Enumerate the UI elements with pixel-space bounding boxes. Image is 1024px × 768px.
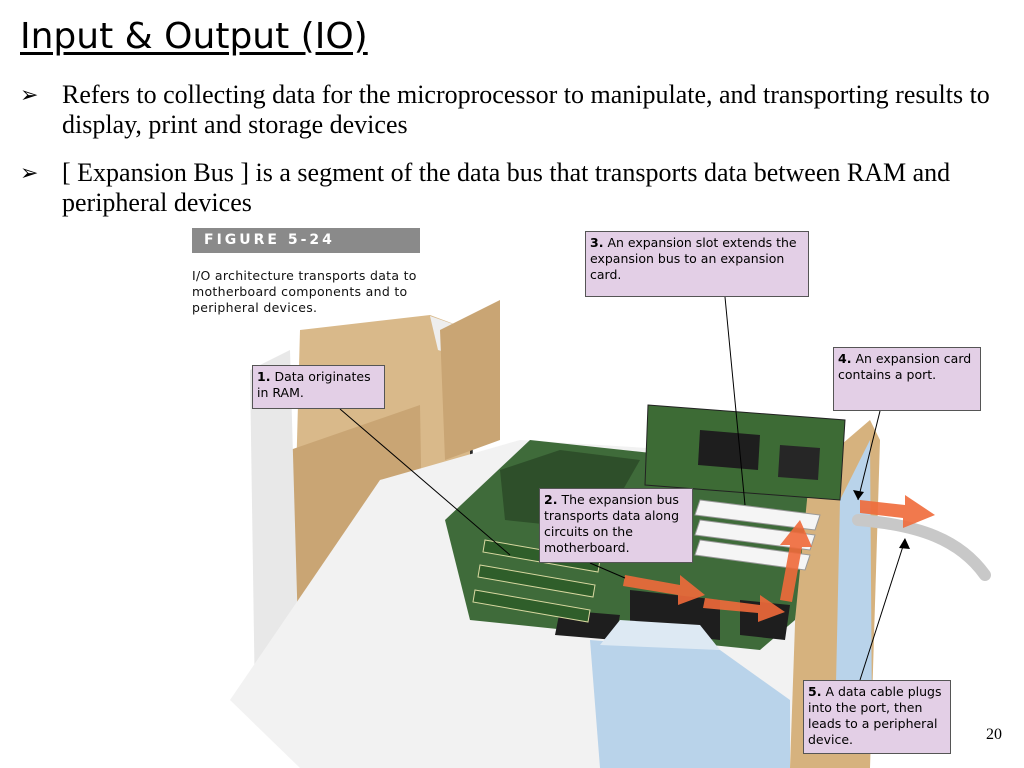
callout-2: 2. The expansion bus transports data alo… <box>539 488 693 563</box>
callout-text: Data originates in RAM. <box>257 369 371 400</box>
callout-number: 1. <box>257 369 271 384</box>
slide-title: Input & Output (IO) <box>20 16 368 57</box>
callout-text: A data cable plugs into the port, then l… <box>808 684 942 747</box>
callout-number: 3. <box>590 235 604 250</box>
bullet-text: [ Expansion Bus ] is a segment of the da… <box>62 158 951 217</box>
figure-label: FIGURE 5-24 <box>192 228 420 253</box>
page-number: 20 <box>986 726 1002 743</box>
callout-number: 4. <box>838 351 852 366</box>
arrow-bullet-icon: ➢ <box>20 160 39 185</box>
power-supply <box>590 640 790 768</box>
callout-5: 5. A data cable plugs into the port, the… <box>803 680 951 754</box>
callout-1: 1. Data originates in RAM. <box>252 365 385 409</box>
callout-text: The expansion bus transports data along … <box>544 492 680 555</box>
callout-4: 4. An expansion card contains a port. <box>833 347 981 411</box>
callout-text: An expansion card contains a port. <box>838 351 972 382</box>
drive-bay <box>440 300 500 460</box>
data-cable <box>852 514 991 581</box>
figure-caption: I/O architecture transports data to moth… <box>192 268 417 315</box>
callout-number: 5. <box>808 684 822 699</box>
arrow-bullet-icon: ➢ <box>20 82 39 107</box>
data-flow-arrows <box>623 495 935 622</box>
callout-number: 2. <box>544 492 558 507</box>
callout-3: 3. An expansion slot extends the expansi… <box>585 231 809 297</box>
leader-lines <box>339 296 906 681</box>
callout-text: An expansion slot extends the expansion … <box>590 235 797 282</box>
bullet-text: Refers to collecting data for the microp… <box>62 80 990 139</box>
